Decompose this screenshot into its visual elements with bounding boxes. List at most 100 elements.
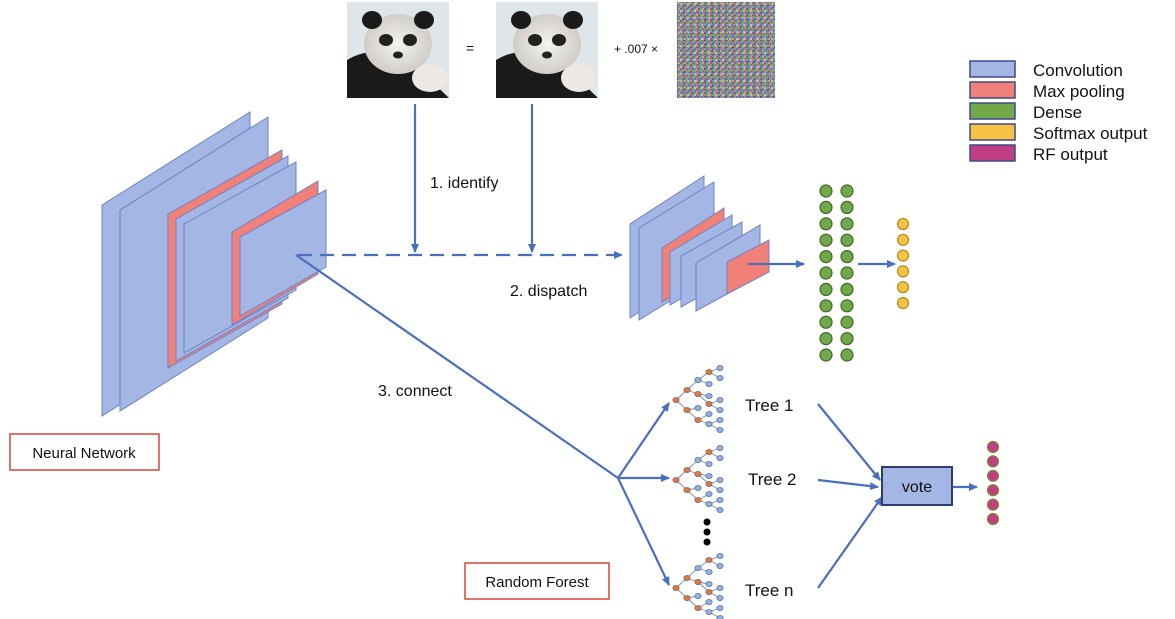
step-identify-label: 1. identify xyxy=(430,175,498,192)
tree-node xyxy=(716,417,724,423)
tree-node xyxy=(705,401,713,407)
tree-node xyxy=(705,569,713,575)
tree-node xyxy=(694,377,702,383)
conv-layer-5 xyxy=(239,189,327,317)
softmax-node xyxy=(896,217,910,231)
legend-label-convolution: Convolution xyxy=(1033,61,1123,80)
tree-node xyxy=(705,393,713,399)
tree-node xyxy=(705,609,713,615)
tree-node xyxy=(705,411,713,417)
legend-label-dense: Dense xyxy=(1033,103,1082,122)
tree-node xyxy=(716,563,724,569)
vote-box: vote xyxy=(881,466,953,506)
tree-node xyxy=(694,417,702,423)
dense-node xyxy=(840,282,854,296)
tree-node xyxy=(705,449,713,455)
dense-node xyxy=(840,299,854,313)
tree-2-icon xyxy=(672,445,724,513)
tree-node xyxy=(705,599,713,605)
rf-output-node xyxy=(986,512,1000,526)
perturbation-coefficient: + .007 × xyxy=(614,42,658,56)
tree-node xyxy=(705,461,713,467)
tree-node xyxy=(716,477,724,483)
legend-label-rf-output: RF output xyxy=(1033,145,1108,164)
softmax-node xyxy=(896,249,910,262)
rf-output-node xyxy=(986,469,1000,482)
vertical-ellipsis-icon xyxy=(703,518,711,546)
legend: Convolution Max pooling Dense Softmax ou… xyxy=(969,60,1148,164)
rf-output-nodes xyxy=(986,440,1000,526)
tree-node xyxy=(694,391,702,397)
tree-node xyxy=(716,455,724,461)
tree-node xyxy=(683,575,691,581)
tree-node xyxy=(694,405,702,411)
rf-output-node xyxy=(986,455,1000,468)
tree-node xyxy=(694,497,702,503)
legend-label-softmax-output: Softmax output xyxy=(1033,124,1148,143)
dense-node xyxy=(840,332,854,346)
tree-node xyxy=(694,485,702,491)
connect-arrow xyxy=(295,254,619,479)
softmax-node xyxy=(896,233,910,246)
tree-node xyxy=(683,467,691,473)
dense-node xyxy=(819,200,833,214)
legend-swatch-rf-output xyxy=(969,144,1016,162)
vote-label: vote xyxy=(902,479,932,496)
dense-node xyxy=(819,266,833,280)
dense-node xyxy=(840,250,854,264)
tree-node xyxy=(694,457,702,463)
tree-node xyxy=(716,553,724,559)
tree-2-to-vote-arrow xyxy=(817,478,879,491)
tree-node xyxy=(705,501,713,507)
tree-node xyxy=(683,387,691,393)
softmax-node xyxy=(896,281,910,294)
legend-label-max-pooling: Max pooling xyxy=(1033,82,1125,101)
tree-node xyxy=(705,481,713,487)
dense-node xyxy=(819,233,833,247)
dispatched-network-layers xyxy=(629,175,770,321)
legend-swatch-softmax-output xyxy=(969,123,1016,141)
noise-image xyxy=(677,2,775,98)
tree-node xyxy=(694,579,702,585)
tree-node xyxy=(716,497,724,503)
random-forest-tag-label: Random Forest xyxy=(485,574,589,591)
dense-node xyxy=(840,233,854,247)
tree-1-icon xyxy=(672,365,724,433)
dense-node xyxy=(840,266,854,280)
tree-node xyxy=(672,585,680,591)
tree-node xyxy=(705,381,713,387)
softmax-node xyxy=(896,265,910,278)
dense-layer-1 xyxy=(819,184,833,362)
tree-n-to-vote-arrow xyxy=(817,496,883,589)
dense-node xyxy=(819,184,833,198)
rf-output-node xyxy=(986,484,1000,497)
panda-image-adversarial xyxy=(496,2,598,98)
tree-node xyxy=(672,477,680,483)
forest-arrow-tree-1 xyxy=(617,402,670,479)
tree-node xyxy=(705,557,713,563)
dense-node xyxy=(819,250,833,264)
softmax-output-nodes xyxy=(896,217,910,310)
dense-node xyxy=(819,299,833,313)
tree-node xyxy=(716,365,724,371)
dense-node xyxy=(840,184,854,198)
tree-node xyxy=(672,397,680,403)
tree-node xyxy=(683,407,691,413)
dense-node xyxy=(819,282,833,296)
random-forest-tag: Random Forest xyxy=(464,562,610,600)
panda-image-original xyxy=(347,2,449,98)
tree-node xyxy=(683,487,691,493)
neural-network-tag: Neural Network xyxy=(9,433,160,471)
tree-node xyxy=(716,487,724,493)
tree-node xyxy=(705,421,713,427)
dense-node xyxy=(819,315,833,329)
dense-layer-2 xyxy=(840,184,854,362)
tree-node xyxy=(716,605,724,611)
neural-network-layers xyxy=(101,111,327,417)
tree-node xyxy=(716,615,724,619)
tree-node xyxy=(705,473,713,479)
tree-node xyxy=(716,397,724,403)
arrows xyxy=(295,104,978,589)
tree-node xyxy=(716,375,724,381)
small-pool-layer-2 xyxy=(726,239,770,295)
